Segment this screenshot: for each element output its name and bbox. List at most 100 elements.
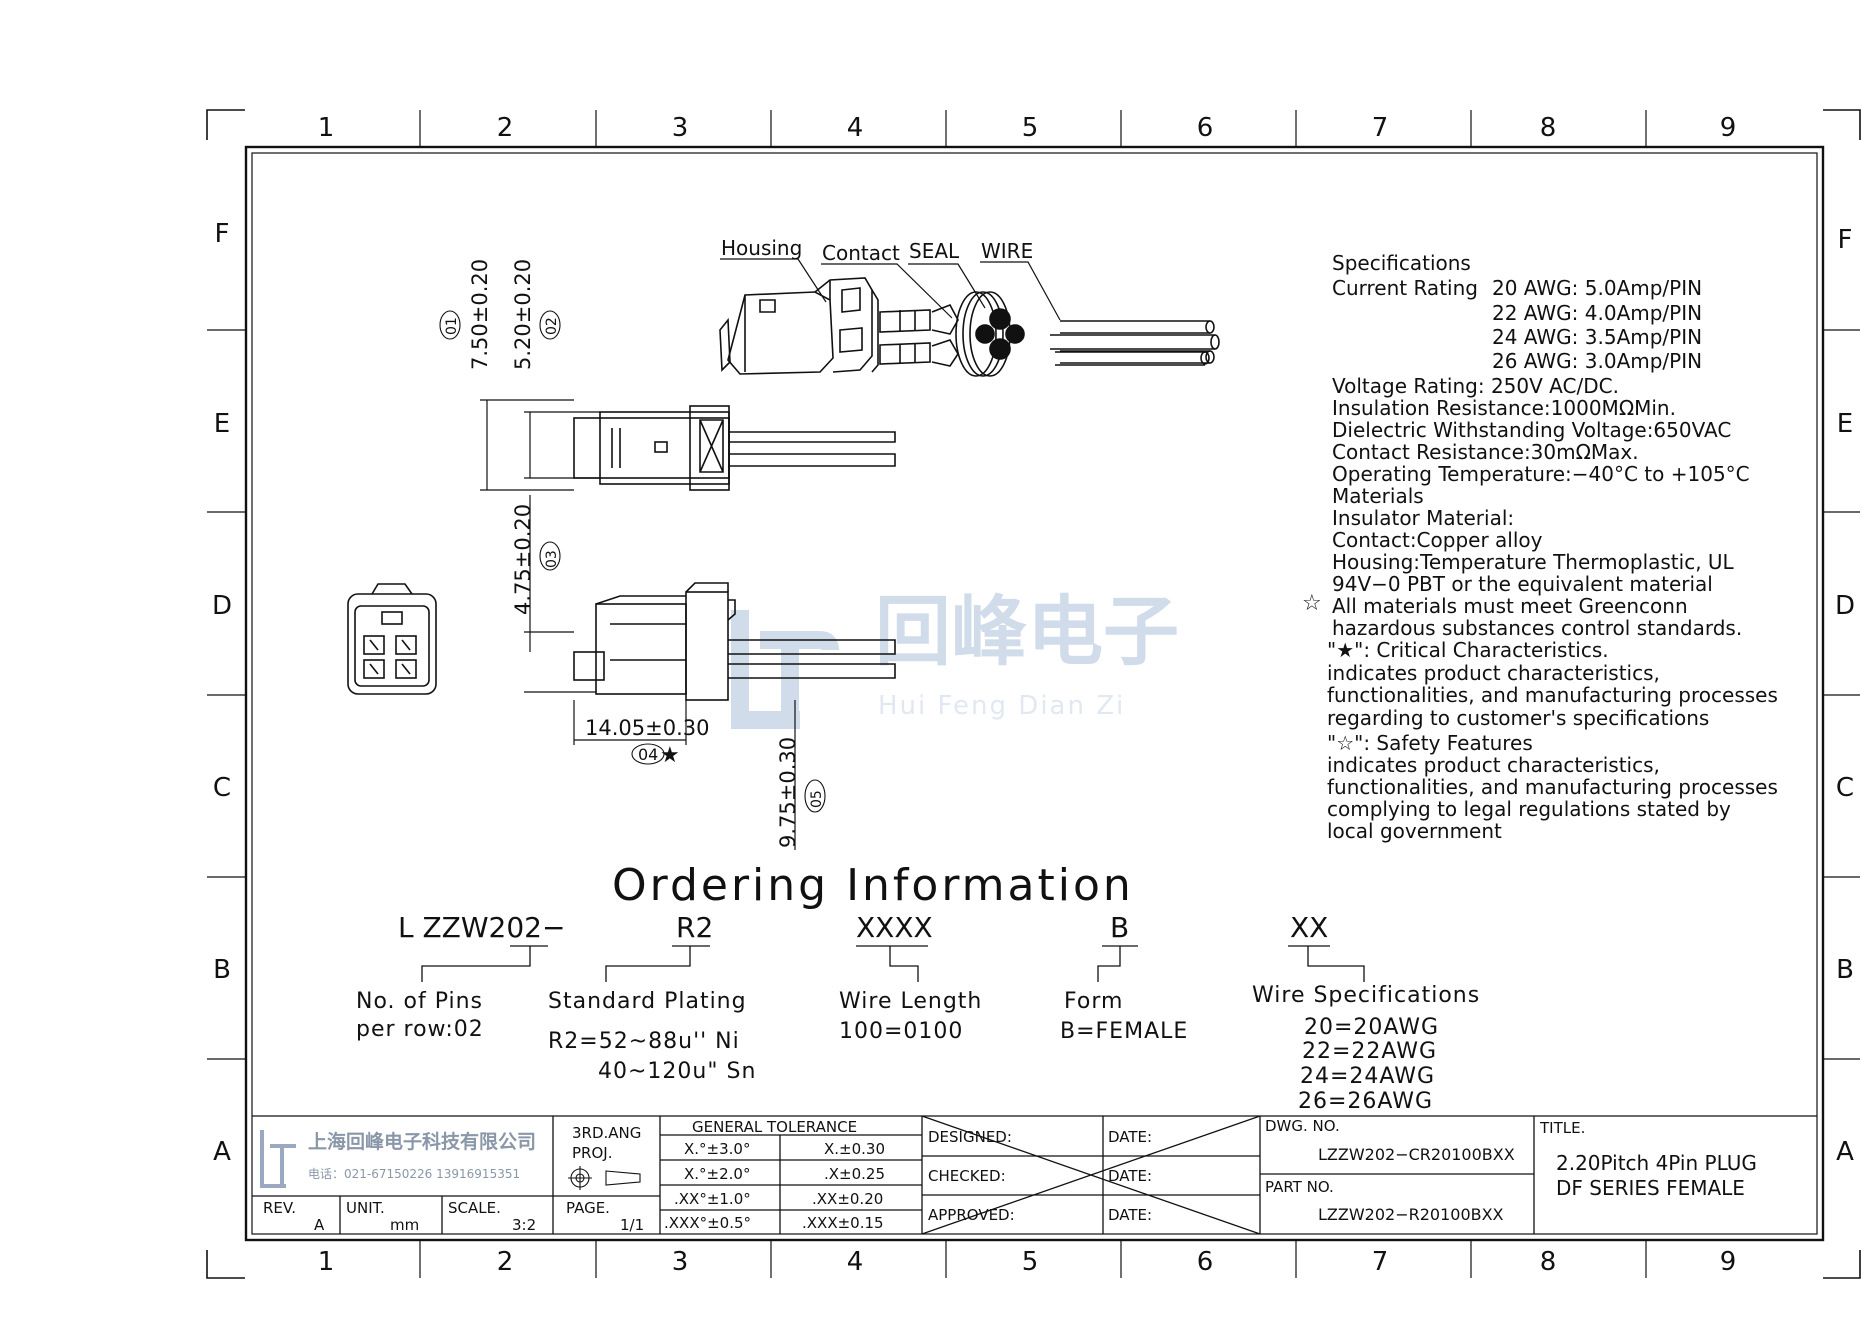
dim-4-value: 14.05±0.30 xyxy=(585,716,709,740)
ordering-plating-sn: 40~120u" Sn xyxy=(598,1059,756,1084)
dim-4-tag: 04 xyxy=(638,745,658,764)
rev-label: REV. xyxy=(263,1199,296,1217)
tolerance-header: GENERAL TOLERANCE xyxy=(692,1118,857,1136)
scale-label: SCALE. xyxy=(448,1199,501,1217)
grid-labels: 1 2 3 4 5 6 7 8 9 1 2 3 4 5 6 7 8 9 F E … xyxy=(212,113,1855,1277)
ordering-code-base: L ZZW202− xyxy=(398,911,565,944)
part-no-value: LZZW202−R20100BXX xyxy=(1318,1205,1504,1224)
ordering-wire-24: 24=24AWG xyxy=(1300,1064,1435,1089)
ordering-pins-label: No. of Pins xyxy=(356,989,483,1014)
col-label-4-bottom: 4 xyxy=(847,1247,864,1277)
sheet-corner-marks xyxy=(206,109,1861,1279)
company-name: 上海回峰电子科技有限公司 xyxy=(308,1130,536,1153)
dimension-tag-circles xyxy=(439,310,826,813)
spec-title: Specifications xyxy=(1332,251,1471,275)
col-label-9-bottom: 9 xyxy=(1720,1247,1737,1277)
page-value: 1/1 xyxy=(620,1216,644,1234)
col-label-2-bottom: 2 xyxy=(497,1247,514,1277)
checked-label: CHECKED: xyxy=(928,1167,1006,1185)
title-line-1: 2.20Pitch 4Pin PLUG xyxy=(1556,1151,1757,1175)
spec-rating-20: 20 AWG: 5.0Amp/PIN xyxy=(1492,276,1702,300)
ordering-information: Ordering Information L ZZW202− R2 XXXX B… xyxy=(356,860,1480,1114)
col-label-1: 1 xyxy=(318,113,335,143)
dwg-no-label: DWG. NO. xyxy=(1265,1117,1340,1135)
dim-5-tag: 05 xyxy=(809,790,825,808)
spec-line-materials: Materials xyxy=(1332,484,1424,508)
spec-star-line-2: hazardous substances control standards. xyxy=(1332,616,1742,640)
spec-star-line-1: All materials must meet Greenconn xyxy=(1332,594,1688,618)
spec-critical-line-1: "★": Critical Characteristics. xyxy=(1327,638,1609,662)
row-label-F: F xyxy=(215,219,230,249)
projection-label-2: PROJ. xyxy=(572,1144,612,1162)
col-label-4: 4 xyxy=(847,113,864,143)
col-label-5: 5 xyxy=(1022,113,1039,143)
spec-line-housing: Housing:Temperature Thermoplastic, UL xyxy=(1332,550,1735,574)
tol-linear-1: X.±0.30 xyxy=(824,1140,885,1158)
ordering-code-plating: R2 xyxy=(676,911,713,944)
ordering-length-value: 100=0100 xyxy=(839,1019,963,1044)
callout-leaders xyxy=(720,258,1061,321)
row-label-A: A xyxy=(213,1137,231,1167)
col-label-7-bottom: 7 xyxy=(1372,1247,1389,1277)
ordering-heading: Ordering Information xyxy=(612,860,1134,911)
ordering-plating-label: Standard Plating xyxy=(548,989,747,1014)
ordering-code-form: B xyxy=(1110,911,1129,944)
col-label-6-bottom: 6 xyxy=(1197,1247,1214,1277)
ordering-wire-20: 20=20AWG xyxy=(1304,1015,1439,1040)
projection-label-1: 3RD.ANG xyxy=(572,1124,641,1142)
dim-2-value: 5.20±0.20 xyxy=(511,259,535,370)
spec-line-insulator: Insulator Material: xyxy=(1332,506,1514,530)
spec-critical-line-2: indicates product characteristics, xyxy=(1327,661,1660,685)
callout-housing: Housing xyxy=(721,236,802,260)
watermark: 回峰电子 Hui Feng Dian Zi xyxy=(731,587,1179,729)
side-view-bottom xyxy=(573,582,896,701)
side-view-top xyxy=(573,405,896,491)
ordering-form-label: Form xyxy=(1064,989,1123,1014)
ordering-code-wire: XX xyxy=(1290,911,1328,944)
spec-safety-line-4: complying to legal regulations stated by xyxy=(1327,797,1731,821)
callout-wire: WIRE xyxy=(981,239,1033,263)
row-label-B-right: B xyxy=(1836,955,1854,985)
spec-line-voltage: Voltage Rating: 250V AC/DC. xyxy=(1332,374,1619,398)
ordering-form-value: B=FEMALE xyxy=(1060,1019,1188,1044)
ordering-plating-ni: R2=52~88u'' Ni xyxy=(548,1029,740,1054)
spec-safety-line-3: functionalities, and manufacturing proce… xyxy=(1327,775,1778,799)
exploded-connector-view xyxy=(719,277,1220,377)
row-label-B: B xyxy=(213,955,231,985)
approved-date-label: DATE: xyxy=(1108,1206,1152,1224)
spec-line-contact-res: Contact Resistance:30mΩMax. xyxy=(1332,440,1639,464)
watermark-logo xyxy=(731,610,839,729)
dwg-no-value: LZZW202−CR20100BXX xyxy=(1318,1145,1515,1164)
tol-linear-4: .XXX±0.15 xyxy=(802,1214,884,1232)
outer-border xyxy=(244,145,1825,1242)
front-view xyxy=(347,583,437,695)
row-label-F-right: F xyxy=(1838,225,1853,255)
part-no-label: PART NO. xyxy=(1265,1178,1334,1196)
title-block: 上海回峰电子科技有限公司 电话：021-67150226 13916915351… xyxy=(252,1115,1817,1235)
col-label-2: 2 xyxy=(497,113,514,143)
designed-date-label: DATE: xyxy=(1108,1128,1152,1146)
tol-angle-1: X.°±3.0° xyxy=(684,1140,750,1158)
spec-line-pbt: 94V−0 PBT or the equivalent material xyxy=(1332,572,1713,596)
ordering-wire-label: Wire Specifications xyxy=(1252,983,1480,1008)
inner-border xyxy=(251,152,1818,1235)
ordering-length-label: Wire Length xyxy=(839,989,982,1014)
col-label-9: 9 xyxy=(1720,113,1737,143)
dim-3-value: 4.75±0.20 xyxy=(511,504,535,615)
spec-line-contact-mat: Contact:Copper alloy xyxy=(1332,528,1543,552)
unit-label: UNIT. xyxy=(346,1199,385,1217)
approved-label: APPROVED: xyxy=(928,1206,1015,1224)
spec-safety-line-2: indicates product characteristics, xyxy=(1327,753,1660,777)
spec-line-temperature: Operating Temperature:−40°C to +105°C xyxy=(1332,462,1750,486)
rev-value: A xyxy=(314,1216,325,1234)
company-phone: 电话：021-67150226 13916915351 xyxy=(308,1167,520,1181)
row-label-C-right: C xyxy=(1836,773,1854,803)
dimension-lines xyxy=(480,399,796,850)
specifications-block: Specifications Current Rating 20 AWG: 5.… xyxy=(1302,251,1778,843)
spec-line-dielectric: Dielectric Withstanding Voltage:650VAC xyxy=(1332,418,1731,442)
tol-linear-3: .XX±0.20 xyxy=(812,1190,883,1208)
ordering-brackets xyxy=(421,945,1365,982)
col-label-5-bottom: 5 xyxy=(1022,1247,1039,1277)
ordering-code-length: XXXX xyxy=(856,911,933,944)
spec-safety-line-5: local government xyxy=(1327,819,1502,843)
